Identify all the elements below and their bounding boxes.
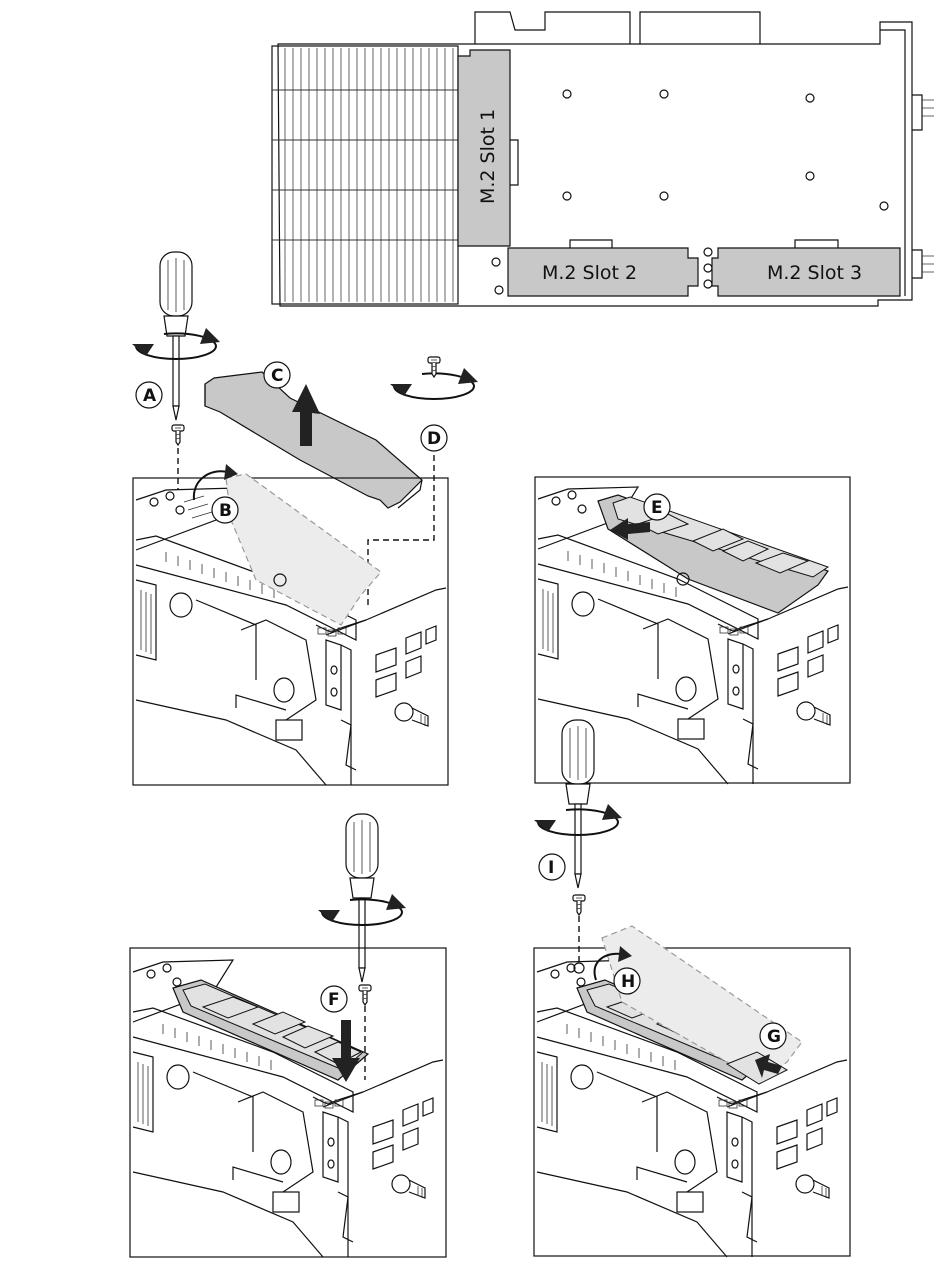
callout-e: E (644, 494, 670, 520)
callout-i: I (539, 854, 565, 880)
callout-a: A (136, 382, 162, 408)
svg-text:E: E (651, 498, 663, 518)
screwdriver-icon (562, 720, 594, 888)
callout-g: G (760, 1023, 786, 1049)
screw-icon (172, 425, 184, 445)
screw-icon (359, 985, 371, 1005)
rotation-arrow-icon (194, 471, 228, 500)
svg-text:A: A (143, 386, 157, 406)
step-remove-cover: A B C D (132, 252, 478, 785)
svg-text:D: D (427, 429, 441, 449)
step-reinstall-cover: G H I (534, 720, 850, 1257)
m2-slot-2-label: M.2 Slot 2 (542, 262, 637, 284)
m2-slot-1-label: M.2 Slot 1 (477, 109, 499, 204)
m2-slot-3: M.2 Slot 3 (712, 240, 900, 296)
heatsink-fins (272, 48, 458, 302)
m2-slot-3-label: M.2 Slot 3 (767, 262, 862, 284)
callout-c: C (264, 362, 290, 388)
callout-h: H (614, 968, 640, 994)
svg-text:C: C (271, 366, 283, 386)
callout-f: F (321, 986, 347, 1012)
m2-slot-1: M.2 Slot 1 (458, 50, 518, 246)
svg-text:G: G (767, 1027, 781, 1047)
m2-slot-2: M.2 Slot 2 (508, 240, 698, 296)
svg-text:I: I (548, 858, 554, 878)
screw-icon (573, 895, 585, 915)
step-secure-screw: F (130, 814, 446, 1257)
svg-text:B: B (219, 501, 232, 521)
callout-b: B (212, 497, 238, 523)
svg-text:F: F (328, 990, 340, 1010)
svg-text:H: H (621, 972, 635, 992)
callout-d: D (421, 425, 447, 451)
board-overview: M.2 Slot 1 M.2 Slot 2 M.2 Slot 3 (272, 12, 934, 306)
